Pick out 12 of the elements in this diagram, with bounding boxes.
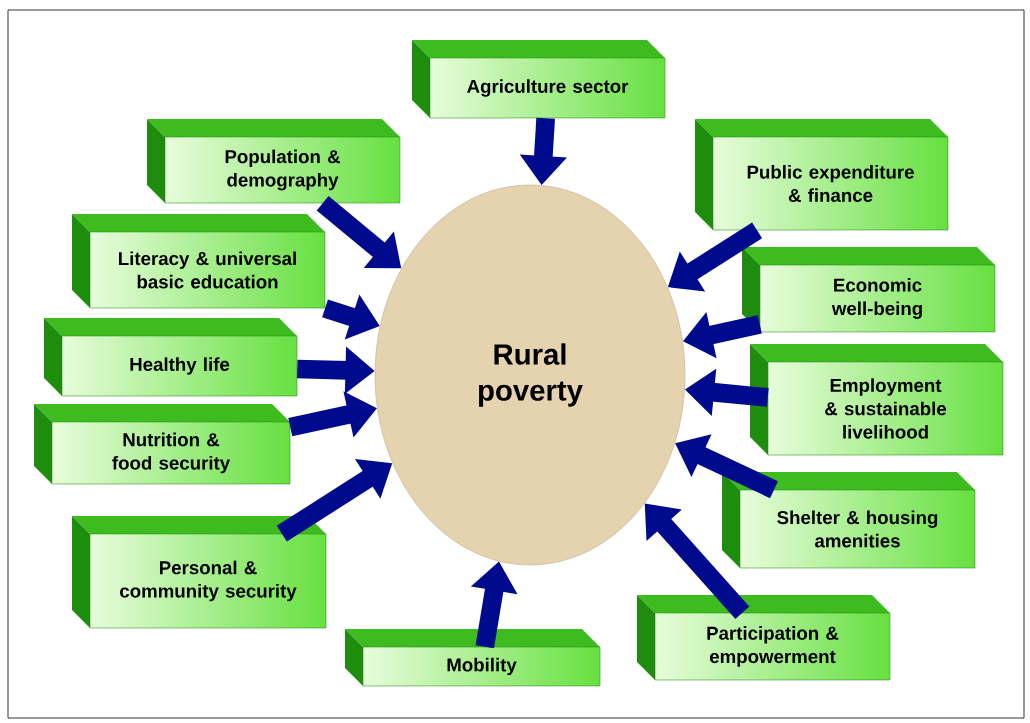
box: Employment & sustainable livelihood <box>750 344 1004 456</box>
box: Nutrition & food security <box>34 404 291 485</box>
box: Public expenditure & finance <box>695 119 949 231</box>
box: Mobility <box>345 629 601 687</box>
box: Economic well-being <box>742 247 996 333</box>
box: Population & demography <box>147 119 401 204</box>
box: Personal & community security <box>72 516 327 629</box>
box: Participation & empowerment <box>637 595 891 681</box>
box: Shelter & housing amenities <box>722 472 976 569</box>
box: Agriculture sector <box>412 40 666 119</box>
box: Healthy life <box>44 318 298 397</box>
box: Literacy & universal basic education <box>72 214 326 309</box>
